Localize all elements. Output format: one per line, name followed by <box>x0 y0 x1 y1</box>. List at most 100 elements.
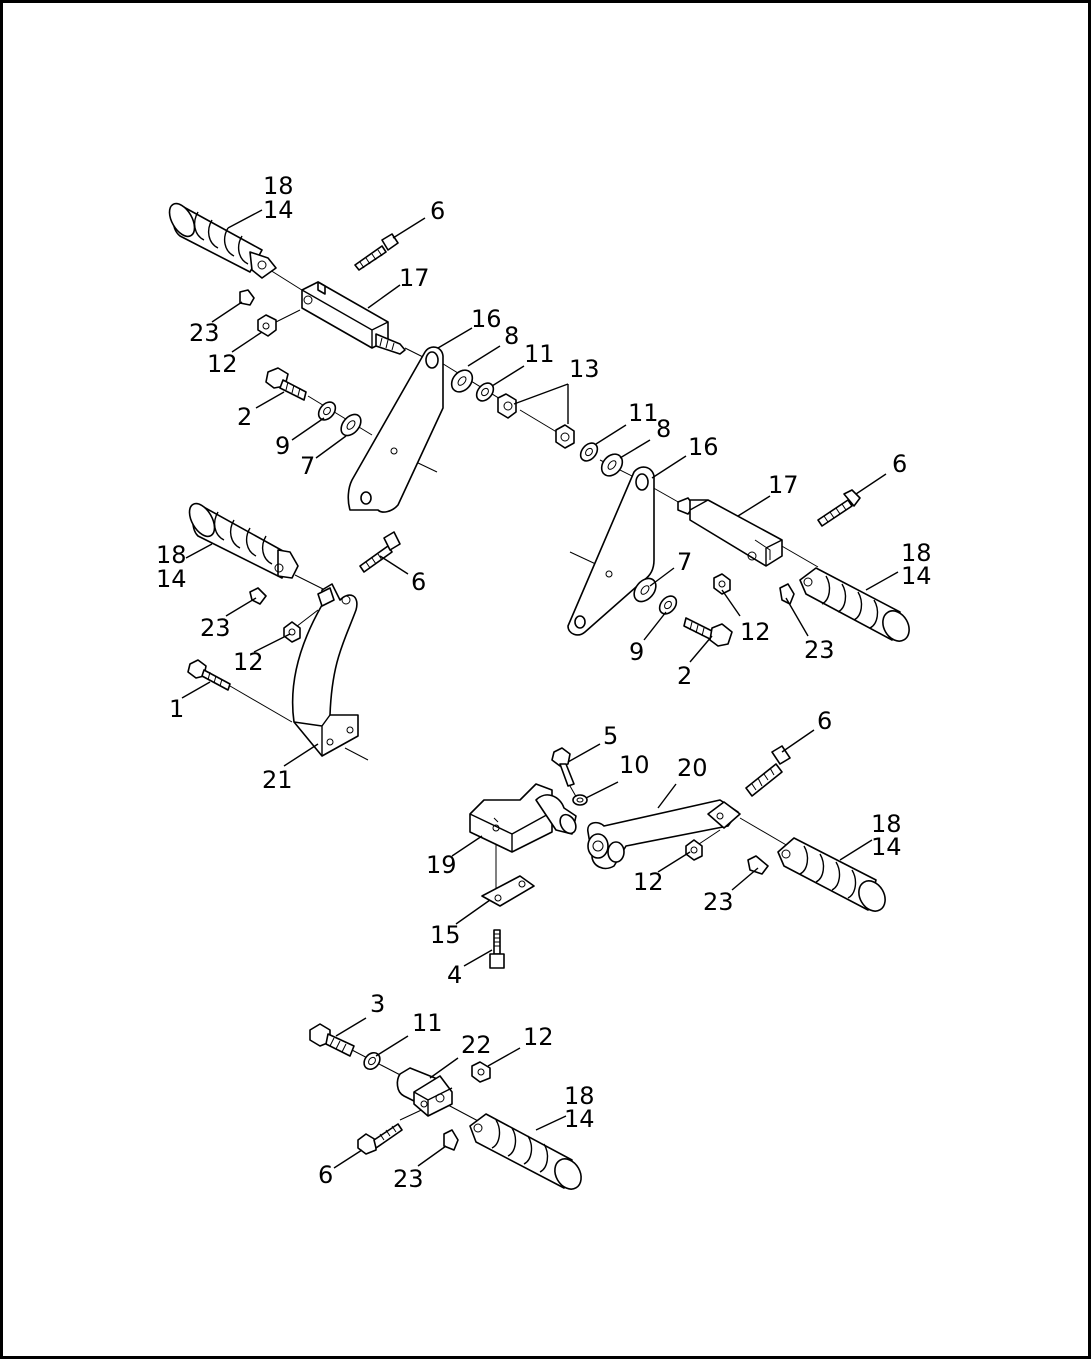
footpeg <box>168 202 277 279</box>
callout-7: 7 <box>677 548 692 576</box>
callout-11: 11 <box>412 1009 443 1037</box>
callout-13: 13 <box>569 355 600 383</box>
lock-washer <box>475 382 495 402</box>
bolt <box>354 233 399 271</box>
bolt <box>551 747 575 787</box>
callout-6: 6 <box>318 1161 333 1189</box>
callout-16: 16 <box>471 305 502 333</box>
callout-1: 1 <box>169 695 184 723</box>
callout-17: 17 <box>768 471 799 499</box>
callout-12: 12 <box>523 1023 554 1051</box>
callout-23: 23 <box>200 614 231 642</box>
mount-bracket <box>567 466 655 636</box>
callout-23: 23 <box>804 636 835 664</box>
bolt <box>489 929 505 969</box>
shifter-assembly <box>469 745 886 969</box>
washer <box>443 1129 459 1151</box>
footpeg <box>777 837 886 912</box>
shifter-mount <box>469 783 577 853</box>
washer <box>600 453 624 477</box>
bolt <box>309 1023 355 1057</box>
callout-20: 20 <box>677 754 708 782</box>
callout-22: 22 <box>461 1031 492 1059</box>
callout-8: 8 <box>504 322 519 350</box>
callout-17: 17 <box>399 264 430 292</box>
callout-11: 11 <box>628 399 659 427</box>
callout-12: 12 <box>207 350 238 378</box>
callout-14: 14 <box>901 562 932 590</box>
callout-3: 3 <box>370 990 385 1018</box>
callout-2: 2 <box>237 403 252 431</box>
bolt <box>359 531 401 573</box>
callout-4: 4 <box>447 961 462 989</box>
callout-16: 16 <box>688 433 719 461</box>
footpeg-assembly-upper-right <box>519 409 910 647</box>
callout-6: 6 <box>892 450 907 478</box>
callout-18: 18 <box>263 172 294 200</box>
callout-18: 18 <box>564 1082 595 1110</box>
callout-2: 2 <box>677 662 692 690</box>
lock-washer <box>317 401 337 421</box>
lock-washer <box>658 595 678 615</box>
callout-labels: 18 14 6 17 23 16 8 12 11 13 2 9 7 11 8 1… <box>156 172 932 1193</box>
callout-23: 23 <box>703 888 734 916</box>
callout-9: 9 <box>629 638 644 666</box>
bolt <box>187 659 231 691</box>
callout-15: 15 <box>430 921 461 949</box>
callout-5: 5 <box>603 722 618 750</box>
callout-18: 18 <box>871 810 902 838</box>
bolt <box>265 367 307 401</box>
leader-lines <box>181 209 899 1169</box>
callout-12: 12 <box>740 618 771 646</box>
callout-9: 9 <box>275 432 290 460</box>
callout-18: 18 <box>901 539 932 567</box>
washer <box>633 577 657 603</box>
washer <box>340 413 362 437</box>
callout-14: 14 <box>263 196 294 224</box>
callout-11: 11 <box>524 340 555 368</box>
footpeg <box>188 502 299 579</box>
callout-23: 23 <box>393 1165 424 1193</box>
footpeg-bracket-left <box>187 502 401 761</box>
callout-21: 21 <box>262 766 293 794</box>
callout-23: 23 <box>189 319 220 347</box>
bolt <box>817 489 861 527</box>
callout-6: 6 <box>430 197 445 225</box>
callout-8: 8 <box>656 415 671 443</box>
footpeg <box>799 567 910 642</box>
callout-10: 10 <box>619 751 650 779</box>
nut <box>257 314 277 337</box>
callout-6: 6 <box>411 568 426 596</box>
mount-bracket <box>347 346 444 513</box>
clevis <box>677 497 783 567</box>
washer <box>779 583 795 605</box>
washer <box>450 369 474 393</box>
lock-washer <box>579 442 599 462</box>
callout-6: 6 <box>817 707 832 735</box>
bolt <box>683 617 733 647</box>
callout-14: 14 <box>156 565 187 593</box>
callout-7: 7 <box>300 452 315 480</box>
nut <box>555 424 575 449</box>
callout-19: 19 <box>426 851 457 879</box>
clevis <box>396 1067 453 1117</box>
bolt <box>745 745 791 797</box>
nut <box>283 621 301 643</box>
mount-plate <box>481 875 535 907</box>
washer <box>572 794 588 806</box>
nut <box>497 393 517 419</box>
footpeg <box>469 1113 582 1190</box>
footpeg-assembly-lower <box>309 1023 582 1190</box>
nut <box>471 1061 491 1083</box>
nut <box>713 573 731 595</box>
shift-lever <box>587 799 741 870</box>
footpeg-bracket <box>291 583 359 757</box>
callout-18: 18 <box>156 541 187 569</box>
washer <box>747 855 769 875</box>
callout-12: 12 <box>233 648 264 676</box>
bolt <box>357 1123 403 1155</box>
callout-14: 14 <box>564 1105 595 1133</box>
